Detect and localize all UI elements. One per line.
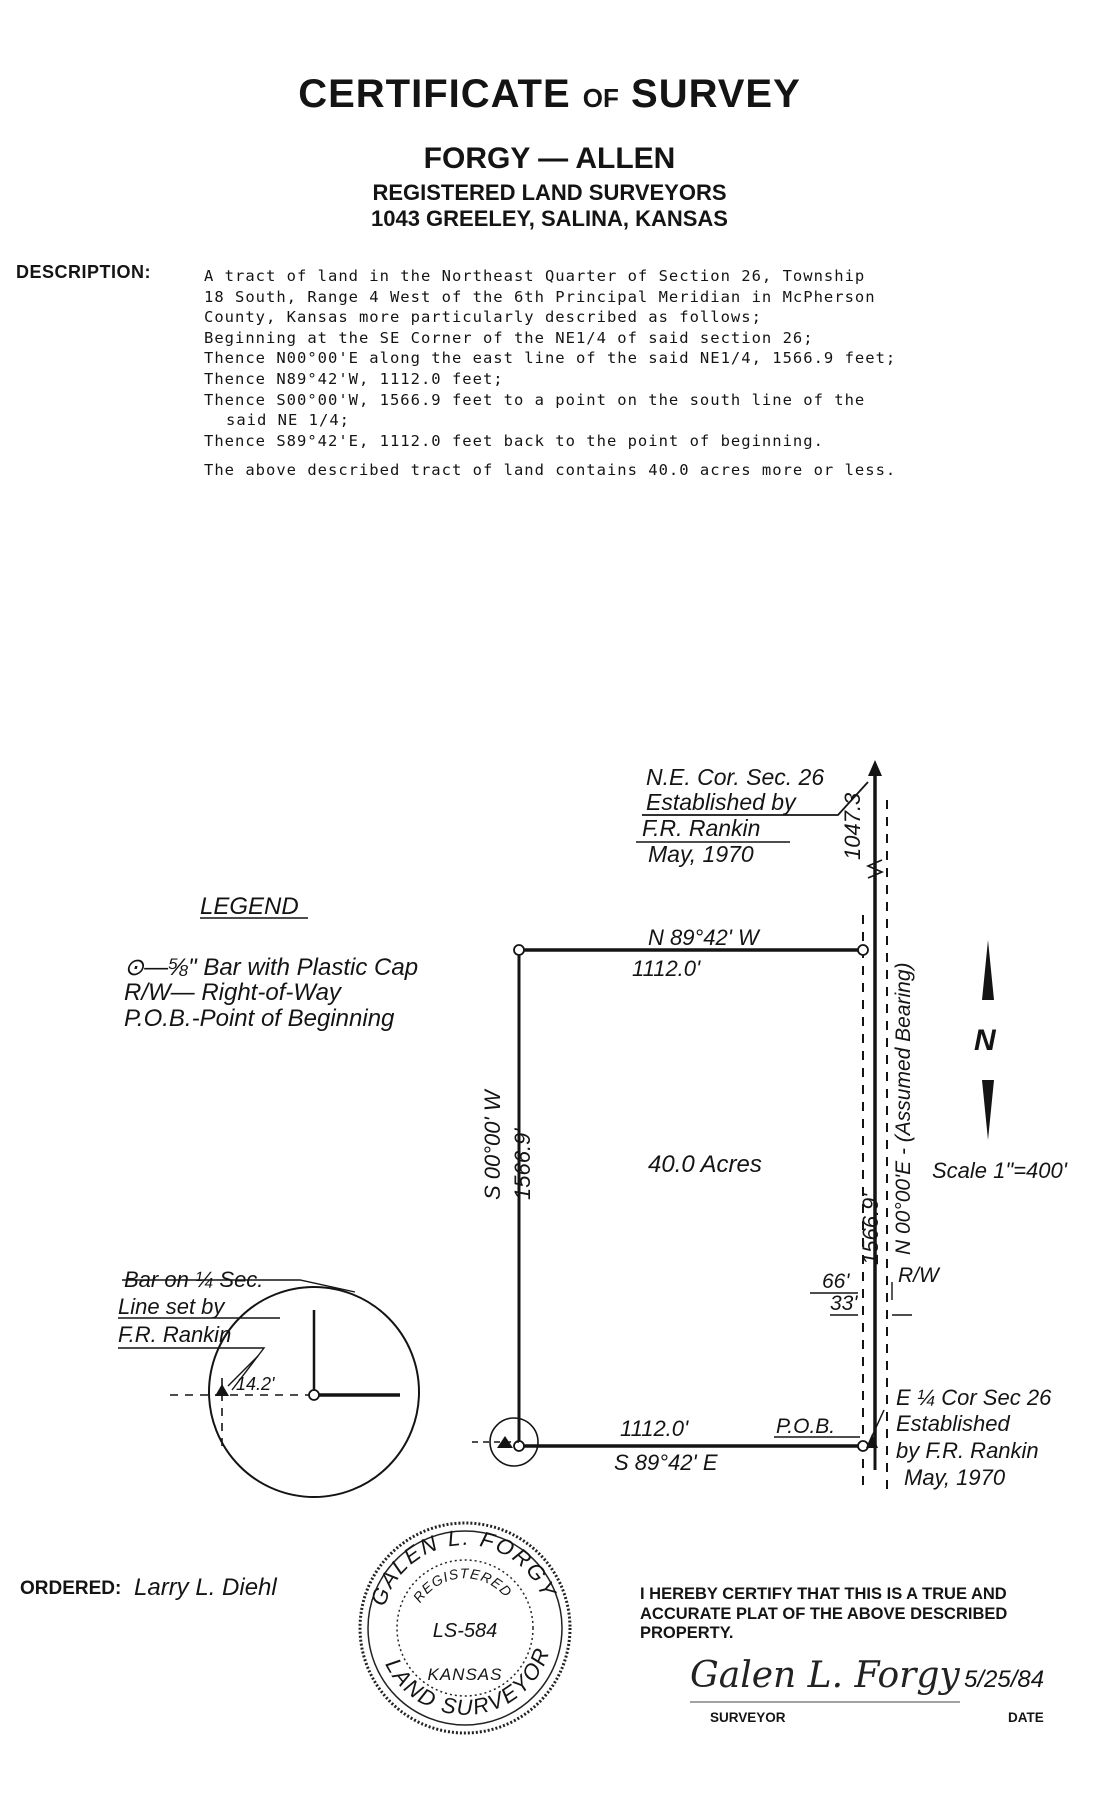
west-bearing: S 00°00' W bbox=[480, 1088, 505, 1200]
signature-date: 5/25/84 bbox=[964, 1666, 1045, 1693]
surveyor-label: SURVEYOR bbox=[710, 1710, 786, 1725]
legend-item-bar: ⊙—⅝" Bar with Plastic Cap bbox=[124, 954, 418, 981]
seal-inner-text: REGISTERED bbox=[410, 1565, 516, 1605]
ne-corner-label-2: Established by bbox=[646, 789, 797, 815]
description-line: Thence S00°00'W, 1566.9 feet to a point … bbox=[204, 390, 866, 409]
surveyor-signature: Galen L. Forgy bbox=[690, 1655, 960, 1696]
description-line: A tract of land in the Northeast Quarter… bbox=[204, 267, 866, 285]
ne-corner-label-1: N.E. Cor. Sec. 26 bbox=[646, 764, 824, 790]
bar-label-underline-3 bbox=[118, 1347, 266, 1391]
bar-distance: 14.2' bbox=[236, 1374, 275, 1394]
date-label: DATE bbox=[1008, 1710, 1044, 1725]
ne-corner-label-3: F.R. Rankin bbox=[642, 815, 760, 841]
legend-title: LEGEND bbox=[200, 893, 299, 920]
bar-label-3: F.R. Rankin bbox=[118, 1322, 231, 1347]
detail-triangle-icon bbox=[215, 1384, 229, 1396]
description-body: A tract of land in the Northeast Quarter… bbox=[204, 266, 1084, 481]
firm-name: FORGY — ALLEN bbox=[423, 142, 676, 175]
area-label: 40.0 Acres bbox=[648, 1151, 762, 1178]
bottom-distance: 1112.0' bbox=[620, 1416, 689, 1441]
description-line: Thence N89°42'W, 1112.0 feet; bbox=[204, 369, 504, 388]
west-distance: 1566.9' bbox=[510, 1128, 535, 1200]
bar-label-1: Bar on ¼ Sec. bbox=[124, 1267, 263, 1292]
detail-leader bbox=[227, 1355, 259, 1387]
ne-corner-leader bbox=[642, 781, 869, 816]
detail-circle bbox=[208, 1286, 420, 1498]
seal-outer-ring bbox=[358, 1521, 572, 1735]
title-certificate: CERTIFICATE bbox=[298, 72, 571, 116]
se-bar-marker-icon bbox=[857, 1440, 869, 1452]
bottom-bearing: S 89°42' E bbox=[614, 1450, 718, 1475]
seal-inner-ring bbox=[396, 1559, 534, 1697]
bar-label-underline-1 bbox=[122, 1279, 356, 1293]
ordered-label: ORDERED: bbox=[20, 1578, 122, 1599]
e-corner-leader bbox=[867, 1409, 885, 1446]
scale-label: Scale 1"=400' bbox=[932, 1158, 1068, 1183]
row-66: 66' bbox=[822, 1270, 850, 1293]
sw-bar-marker-icon bbox=[513, 1440, 525, 1452]
surveyor-seal: GALEN L. FORGY LAND SURVEYOR REGISTERED … bbox=[358, 1521, 572, 1735]
east-extension-distance: 1047.3 bbox=[840, 792, 865, 860]
pob-label: P.O.B. bbox=[776, 1415, 835, 1438]
row-label: R/W bbox=[898, 1264, 941, 1287]
seal-number: LS-584 bbox=[433, 1620, 498, 1642]
firm-address: 1043 GREELEY, SALINA, KANSAS bbox=[371, 206, 728, 231]
row-33: 33' bbox=[830, 1292, 858, 1315]
description-line: said NE 1/4; bbox=[226, 411, 350, 430]
e-corner-label-3: by F.R. Rankin bbox=[896, 1438, 1039, 1463]
legend-item-pob: P.O.B.-Point of Beginning bbox=[124, 1005, 395, 1032]
e-corner-label-1: E ¼ Cor Sec 26 bbox=[896, 1385, 1052, 1410]
description-line: Beginning at the SE Corner of the NE1/4 … bbox=[204, 328, 814, 347]
title-of: OF bbox=[582, 83, 619, 113]
description-line: Thence N00°00'E along the east line of t… bbox=[204, 349, 897, 368]
ne-corner-triangle-icon bbox=[868, 760, 882, 776]
break-mark bbox=[865, 859, 885, 879]
description-line: Thence S89°42'E, 1112.0 feet back to the… bbox=[204, 431, 824, 450]
description-line: The above described tract of land contai… bbox=[204, 461, 897, 480]
bar-label-2: Line set by bbox=[118, 1294, 226, 1319]
title-survey: SURVEY bbox=[631, 72, 801, 116]
description-line: County, Kansas more particularly describ… bbox=[204, 308, 762, 327]
seal-state: KANSAS bbox=[428, 1665, 503, 1684]
north-arrow-tail-icon bbox=[982, 1080, 994, 1140]
e-corner-label-4: May, 1970 bbox=[904, 1465, 1006, 1490]
east-bearing: N 00°00'E - (Assumed Bearing) bbox=[892, 962, 915, 1255]
ne-bar-marker-icon bbox=[857, 944, 869, 956]
top-distance: 1112.0' bbox=[632, 956, 701, 981]
north-arrow-icon bbox=[982, 940, 994, 1000]
ne-corner-label-4: May, 1970 bbox=[648, 841, 754, 867]
east-distance: 1566.9' bbox=[858, 1193, 883, 1265]
e-corner-label-2: Established bbox=[896, 1411, 1011, 1436]
firm-subtitle: REGISTERED LAND SURVEYORS bbox=[372, 180, 727, 205]
ordered-name: Larry L. Diehl bbox=[134, 1574, 277, 1601]
description-label: DESCRIPTION: bbox=[16, 262, 152, 282]
top-bearing: N 89°42' W bbox=[648, 925, 761, 950]
north-label: N bbox=[974, 1024, 997, 1057]
sw-corner-circle bbox=[489, 1417, 539, 1467]
nw-bar-marker-icon bbox=[513, 944, 525, 956]
page-title: CERTIFICATE OF SURVEY bbox=[0, 72, 1099, 117]
legend-item-row: R/W— Right-of-Way bbox=[124, 979, 343, 1006]
certification-statement: I HEREBY CERTIFY THAT THIS IS A TRUE AND… bbox=[640, 1585, 1008, 1642]
detail-bar-marker-icon bbox=[308, 1389, 320, 1401]
seal-ring-2 bbox=[367, 1530, 563, 1726]
description-line: 18 South, Range 4 West of the 6th Princi… bbox=[204, 287, 876, 306]
